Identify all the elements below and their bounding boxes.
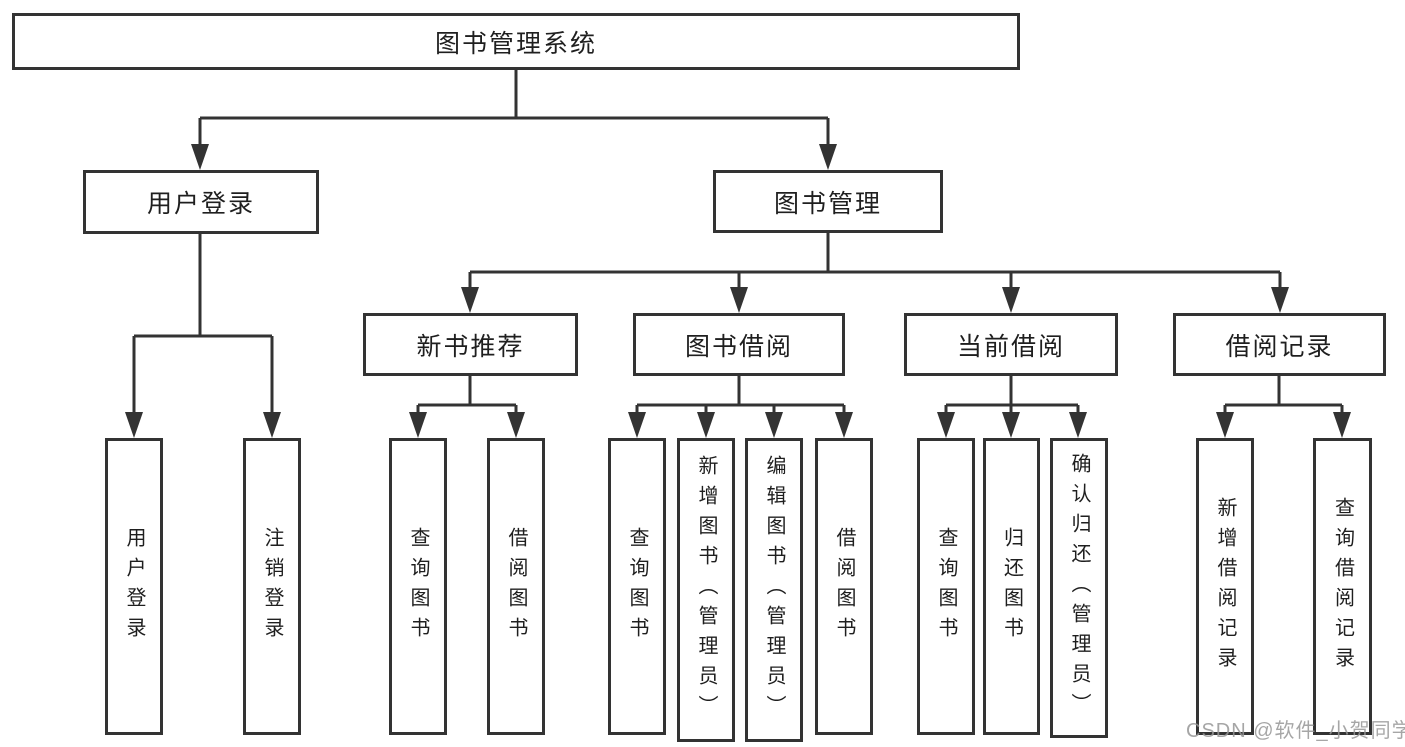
- node-root: 图书管理系统: [12, 13, 1020, 70]
- arrowhead-icon: [507, 412, 525, 438]
- node-user-login: 用户登录: [83, 170, 319, 234]
- arrowhead-icon: [1333, 412, 1351, 438]
- arrowhead-icon: [125, 412, 143, 438]
- arrowhead-icon: [697, 412, 715, 438]
- arrowhead-icon: [835, 412, 853, 438]
- arrowhead-icon: [1069, 412, 1087, 438]
- leaf-rec-query-book: 查询图书: [389, 438, 447, 735]
- node-borrow-records: 借阅记录: [1173, 313, 1386, 376]
- arrowheads: [125, 144, 1351, 438]
- node-book-borrow: 图书借阅: [633, 313, 845, 376]
- node-new-book-recommend: 新书推荐: [363, 313, 578, 376]
- arrowhead-icon: [730, 287, 748, 313]
- leaf-cb-confirm-return-admin: 确认归还（管理员）: [1050, 438, 1108, 738]
- node-current-borrow: 当前借阅: [904, 313, 1118, 376]
- leaf-bb-edit-book-admin: 编辑图书（管理员）: [745, 438, 803, 742]
- leaf-br-add-record: 新增借阅记录: [1196, 438, 1254, 735]
- leaf-bb-borrow-book: 借阅图书: [815, 438, 873, 735]
- leaf-logout: 注销登录: [243, 438, 301, 735]
- arrowhead-icon: [1271, 287, 1289, 313]
- arrowhead-icon: [461, 287, 479, 313]
- arrowhead-icon: [628, 412, 646, 438]
- leaf-rec-borrow-book: 借阅图书: [487, 438, 545, 735]
- arrowhead-icon: [191, 144, 209, 170]
- arrowhead-icon: [765, 412, 783, 438]
- node-book-management: 图书管理: [713, 170, 943, 233]
- arrowhead-icon: [409, 412, 427, 438]
- csdn-watermark: CSDN @软件_小贺同学: [1186, 720, 1405, 742]
- arrowhead-icon: [1002, 412, 1020, 438]
- leaf-br-query-record: 查询借阅记录: [1313, 438, 1372, 735]
- arrowhead-icon: [819, 144, 837, 170]
- leaf-cb-return-book: 归还图书: [983, 438, 1040, 735]
- leaf-user-login: 用户登录: [105, 438, 163, 735]
- arrowhead-icon: [1002, 287, 1020, 313]
- arrowhead-icon: [937, 412, 955, 438]
- arrowhead-icon: [1216, 412, 1234, 438]
- leaf-bb-add-book-admin: 新增图书（管理员）: [677, 438, 735, 742]
- arrowhead-icon: [263, 412, 281, 438]
- leaf-bb-query-book: 查询图书: [608, 438, 666, 735]
- leaf-cb-query-book: 查询图书: [917, 438, 975, 735]
